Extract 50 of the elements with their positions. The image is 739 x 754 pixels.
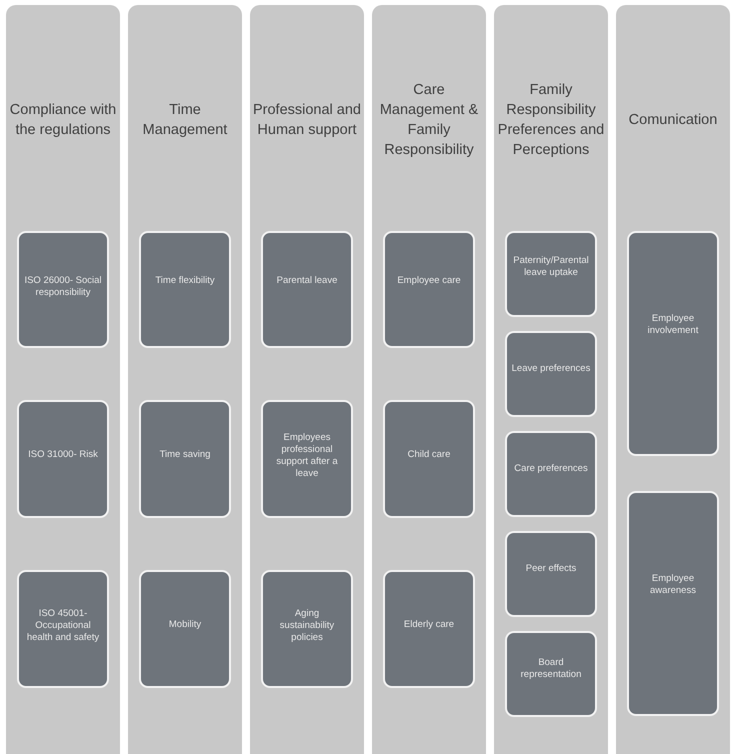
item-card xyxy=(139,570,231,688)
item-text: Mobility xyxy=(168,619,202,632)
category-column xyxy=(494,5,608,754)
item-text: Paternity/Parental leave uptake xyxy=(512,255,590,280)
item-text: Care preferences xyxy=(514,463,588,476)
item-text: Parental leave xyxy=(276,275,338,288)
item-card xyxy=(17,400,109,518)
item-card xyxy=(627,491,719,716)
item-card xyxy=(17,570,109,688)
category-column xyxy=(250,5,364,754)
item-text: Aging sustainability policies xyxy=(278,608,336,645)
item-card xyxy=(627,231,719,456)
item-card xyxy=(505,431,597,517)
item-text: Leave preferences xyxy=(512,363,590,376)
item-text: ISO 45001- Occupational health and safety xyxy=(26,608,100,645)
item-card xyxy=(261,400,353,518)
item-text: ISO 31000- Risk xyxy=(28,449,98,462)
item-card xyxy=(261,231,353,348)
category-column xyxy=(6,5,120,754)
item-card xyxy=(17,231,109,348)
column-heading: Compliance with the regulations xyxy=(8,101,118,140)
item-card xyxy=(383,231,475,348)
category-column xyxy=(372,5,486,754)
item-card xyxy=(383,570,475,688)
item-card xyxy=(505,531,597,617)
item-text: Employees professional support after a leave xyxy=(275,432,339,481)
item-text: Time flexibility xyxy=(155,275,215,288)
item-text: Child care xyxy=(408,449,450,462)
item-card xyxy=(505,331,597,417)
item-text: Employee involvement xyxy=(646,313,700,338)
column-heading: Care Management & Family Responsibility xyxy=(378,81,480,160)
item-text: Peer effects xyxy=(526,563,576,576)
item-card xyxy=(139,231,231,348)
item-text: Time saving xyxy=(160,449,210,462)
item-text: Elderly care xyxy=(404,619,454,632)
column-heading: Time Management xyxy=(142,101,228,140)
item-text: Board representation xyxy=(520,657,582,682)
item-text: ISO 26000- Social responsibility xyxy=(23,275,103,300)
category-column xyxy=(616,5,730,754)
column-heading: Family Responsibility Preferences and Perceptions xyxy=(496,81,606,160)
column-heading: Professional and Human support xyxy=(252,101,362,140)
item-card xyxy=(505,631,597,717)
category-column xyxy=(128,5,242,754)
item-card xyxy=(505,231,597,317)
item-card xyxy=(139,400,231,518)
item-card xyxy=(383,400,475,518)
column-heading: Comunication xyxy=(628,111,718,130)
item-card xyxy=(261,570,353,688)
item-text: Employee care xyxy=(397,275,461,288)
item-text: Employee awareness xyxy=(649,573,697,598)
